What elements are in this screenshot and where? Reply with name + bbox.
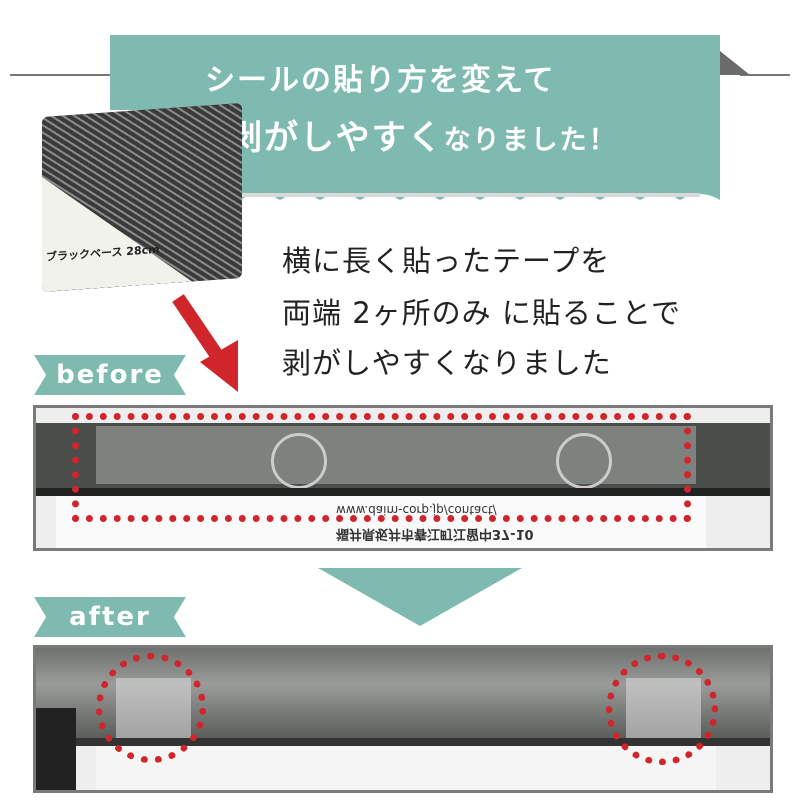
after-highlight-circle-right <box>606 653 718 765</box>
after-label: after <box>34 597 186 637</box>
banner-line-1: シールの貼り方を変えて <box>205 63 556 98</box>
before-highlight-rect <box>72 413 691 522</box>
banner-shape <box>110 35 750 200</box>
product-image: ブラックベース 28cm <box>42 103 242 292</box>
banner-line-2: 剥がしやすくなりました！ <box>228 110 618 159</box>
after-photo <box>33 645 773 793</box>
product-size: 28cm <box>126 242 160 259</box>
before-photo: www.daim-corp.jp/contact/ 福井県坂井市春江町江留中37… <box>33 405 773 551</box>
banner-suffix: なりました！ <box>443 125 618 156</box>
before-photo-address: 福井県坂井市春江町江留中37-10 <box>336 526 534 541</box>
divider-line-left <box>10 74 120 76</box>
after-highlight-circle-left <box>96 653 206 763</box>
chevron-down-icon <box>318 568 522 626</box>
arrow-down-right-icon <box>172 294 238 392</box>
before-label: before <box>34 355 186 395</box>
banner-background <box>110 35 720 200</box>
divider-line-right <box>740 74 790 76</box>
description-line-1: 横に長く貼ったテープを <box>282 244 611 278</box>
banner-emphasis: 剥がしやすく <box>228 118 444 158</box>
description-line-3: 剥がしやすくなりました <box>282 346 612 380</box>
description-line-2: 両端 2ヶ所のみ に貼ることで <box>282 296 682 330</box>
